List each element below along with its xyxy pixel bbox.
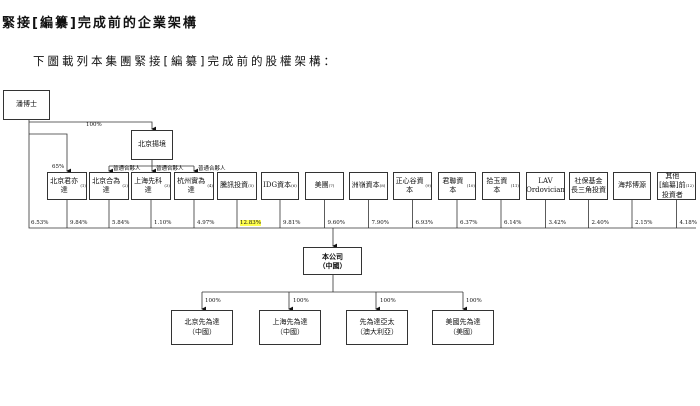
shareholder-box: 騰訊投資(5) [217, 172, 257, 200]
shareholder-name: 其他 [編纂]前 投資者 [659, 171, 686, 199]
subsidiary-pct: 100% [466, 298, 482, 304]
founder-direct-pct: 6.53% [31, 220, 49, 226]
shareholder-name: 騰訊投資 [220, 181, 249, 190]
shareholder-box: 杭州實為達(4) [174, 172, 214, 200]
subsidiary-box: 美國先為達 （美國） [432, 310, 494, 345]
footnote-ref: (1) [80, 183, 86, 189]
shareholder-name: LAV Ordovician [526, 176, 565, 194]
ownership-pct: 2.15% [635, 220, 653, 226]
gp-label: 普通合夥人 [198, 166, 226, 172]
footnote-ref: (9) [425, 183, 431, 189]
ownership-pct: 6.37% [460, 220, 478, 226]
footnote-ref: (12) [685, 183, 694, 189]
subsidiary-box: 上海先為達 （中國） [259, 310, 321, 345]
footnote-ref: (3) [164, 183, 170, 189]
shareholder-box: 君聯資本(10) [438, 172, 476, 200]
ownership-pct: 9.60% [327, 220, 345, 226]
shareholder-name: 拾玉資本 [486, 176, 508, 194]
shareholder-box: 其他 [編纂]前 投資者(12) [657, 172, 696, 200]
shareholder-box: 拾玉資本(11) [482, 172, 520, 200]
ownership-pct: 2.40% [591, 220, 609, 226]
shareholder-name: 正心谷資本 [395, 176, 424, 194]
intro-text: 下圖載列本集團緊接[編纂]完成前的股權架構： [33, 54, 338, 68]
shareholder-box: 上海先科達(3) [131, 172, 171, 200]
shareholder-name: 社保基金 長三角投資 [571, 176, 606, 194]
subsidiary-box: 先為達亞太 （澳大利亞） [346, 310, 408, 345]
shareholder-name: 海邦博源 [618, 181, 646, 190]
shareholder-name: 北京君亦達 [50, 176, 79, 194]
ownership-pct: 4.97% [197, 220, 215, 226]
shareholder-box: 美團(7) [305, 172, 344, 200]
ownership-pct: 12.83% [240, 220, 261, 226]
ownership-pct: 9.81% [283, 220, 301, 226]
shareholder-box: 北京君亦達(1) [47, 172, 87, 200]
shareholder-name: IDG資本 [263, 181, 292, 190]
shareholder-name: 北京合為達 [92, 176, 121, 194]
footnote-ref: (8) [379, 183, 386, 189]
ownership-pct: 6.14% [504, 220, 522, 226]
section-heading: 緊接[編纂]完成前的企業架構 [2, 16, 198, 31]
shareholder-name: 上海先科達 [134, 176, 163, 194]
holding-box: 北京揚境 [131, 130, 173, 160]
shareholder-box: LAV Ordovician [526, 172, 565, 200]
ownership-pct: 9.84% [70, 220, 88, 226]
ownership-pct: 6.93% [415, 220, 433, 226]
shareholder-name: 杭州實為達 [177, 176, 206, 194]
shareholder-box: 北京合為達(2) [89, 172, 129, 200]
footnote-ref: (4) [207, 183, 213, 189]
ownership-pct: 3.42% [548, 220, 566, 226]
subsidiary-box: 北京先為達 （中國） [171, 310, 233, 345]
gp-label: 普通合夥人 [156, 166, 184, 172]
ownership-pct: 7.90% [371, 220, 389, 226]
footnote-ref: (2) [122, 183, 128, 189]
shareholder-box: 洲嶺資本(8) [349, 172, 388, 200]
footnote-ref: (6) [291, 183, 297, 189]
footnote-ref: (7) [328, 183, 335, 189]
footnote-ref: (5) [248, 183, 254, 189]
ownership-pct: 4.18% [679, 220, 697, 226]
shareholder-name: 洲嶺資本 [351, 181, 380, 190]
shareholder-name: 美團 [314, 181, 329, 190]
shareholder-box: 社保基金 長三角投資 [569, 172, 608, 200]
shareholder-name: 君聯資本 [442, 176, 464, 194]
subsidiary-pct: 100% [293, 298, 309, 304]
footnote-ref: (10) [466, 183, 475, 189]
gp-label: 普通合夥人 [113, 166, 141, 172]
company-box: 本公司 （中國） [303, 247, 362, 275]
shareholder-box: IDG資本(6) [261, 172, 299, 200]
founder-junyida-pct: 65% [52, 164, 65, 170]
shareholder-box: 正心谷資本(9) [393, 172, 432, 200]
founder-holding-pct: 100% [86, 122, 102, 128]
subsidiary-pct: 100% [205, 298, 221, 304]
subsidiary-pct: 100% [380, 298, 396, 304]
ownership-pct: 1.10% [154, 220, 172, 226]
ownership-pct: 5.84% [112, 220, 130, 226]
shareholder-box: 海邦博源 [613, 172, 651, 200]
footnote-ref: (11) [510, 183, 519, 189]
founder-box: 潘博士 [3, 90, 50, 120]
